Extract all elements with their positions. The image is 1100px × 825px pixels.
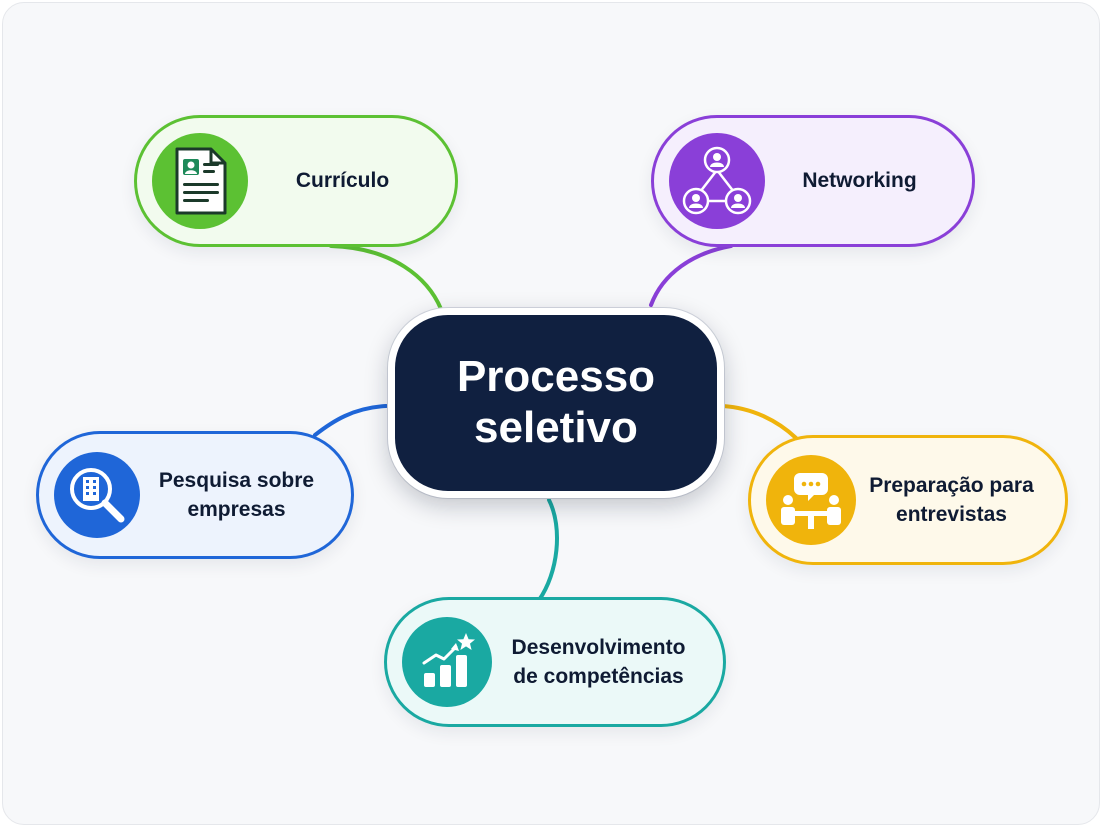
node-label: Networking [802, 169, 917, 193]
node-pesquisa: Pesquisa sobre empresas [36, 431, 354, 559]
connector-preparacao [721, 404, 798, 440]
connector-pesquisa [313, 404, 388, 437]
building-search-icon [54, 452, 140, 538]
node-label: Currículo [295, 169, 390, 193]
node-networking: Networking [651, 115, 975, 247]
node-label: Desenvolvimento de competências [511, 635, 686, 688]
center-node: Processo seletivo [388, 308, 724, 498]
connectors [313, 244, 798, 602]
node-curriculo: Currículo [134, 115, 458, 247]
resume-icon [152, 133, 248, 229]
growth-chart-icon [402, 617, 492, 707]
interview-icon [766, 455, 856, 545]
node-label: Pesquisa sobre empresas [158, 468, 315, 521]
connector-desenvolvimento [537, 498, 559, 602]
network-icon [669, 133, 765, 229]
node-preparacao: Preparação para entrevistas [748, 435, 1068, 565]
center-title: Processo seletivo [456, 352, 656, 452]
node-desenvolvimento: Desenvolvimento de competências [384, 597, 726, 727]
node-label: Preparação para entrevistas [869, 473, 1034, 526]
connector-networking [649, 244, 733, 307]
connector-curriculo [329, 244, 443, 311]
